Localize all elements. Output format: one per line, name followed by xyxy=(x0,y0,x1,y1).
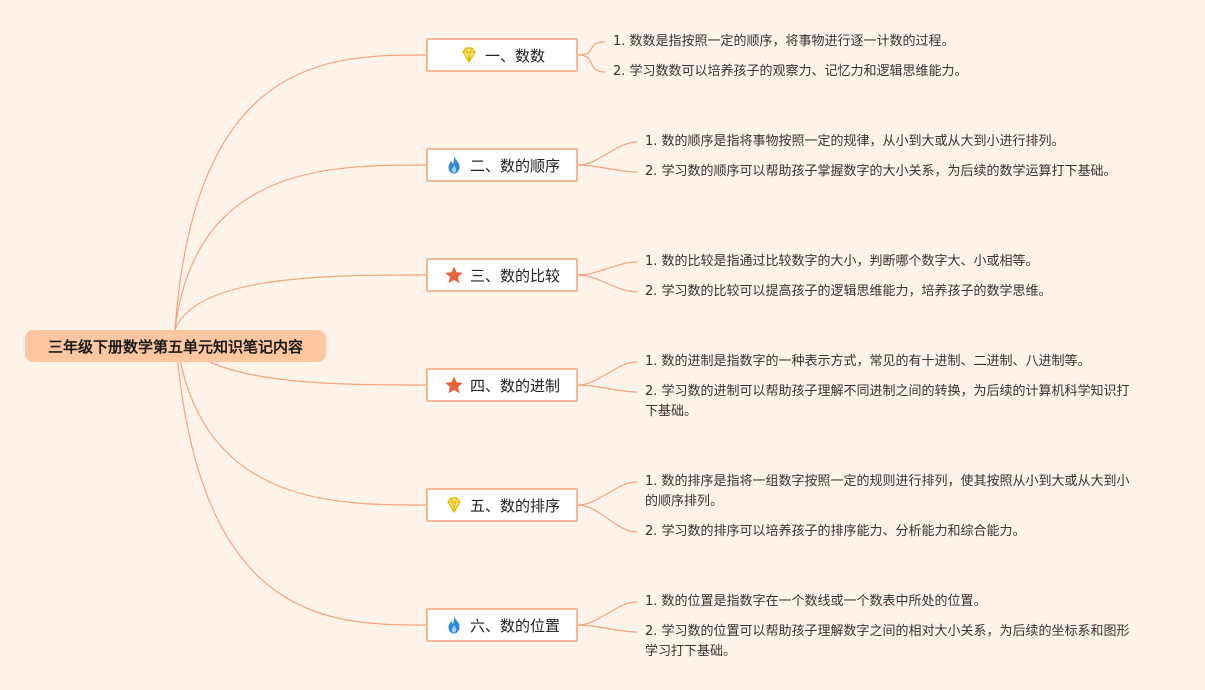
leaf-connector-4-1 xyxy=(577,361,638,386)
leaf-connector-5-1 xyxy=(577,481,638,506)
root-node[interactable]: 三年级下册数学第五单元知识笔记内容 xyxy=(25,330,326,362)
topic-label: 五、数的排序 xyxy=(469,496,560,515)
leaf-connector-1-2 xyxy=(577,54,606,73)
leaf-connector-1-1 xyxy=(577,41,606,56)
note-4-2: 2. 学习数的进制可以帮助孩子理解不同进制之间的转换，为后续的计算机科学知识打下… xyxy=(645,384,1130,419)
note-3-1: 1. 数的比较是指通过比较数字的大小，判断哪个数字大、小或相等。 xyxy=(645,254,1039,269)
star-icon xyxy=(444,265,464,285)
flame-icon xyxy=(444,615,464,635)
leaf-connector-6-2 xyxy=(577,624,638,633)
topic-node-5[interactable]: 五、数的排序 xyxy=(426,488,578,522)
leaf-connector-2-2 xyxy=(577,164,638,173)
topic-node-4[interactable]: 四、数的进制 xyxy=(426,368,578,402)
note-1-1: 1. 数数是指按照一定的顺序，将事物进行逐一计数的过程。 xyxy=(613,34,955,49)
note-2-1: 1. 数的顺序是指将事物按照一定的规律，从小到大或从大到小进行排列。 xyxy=(645,134,1065,149)
root-connector-1 xyxy=(174,54,427,331)
root-label: 三年级下册数学第五单元知识笔记内容 xyxy=(47,337,303,356)
note-6-1: 1. 数的位置是指数字在一个数线或一个数表中所处的位置。 xyxy=(645,594,987,609)
topic-label: 二、数的顺序 xyxy=(469,156,560,175)
note-6-2: 2. 学习数的位置可以帮助孩子理解数字之间的相对大小关系，为后续的坐标系和图形学… xyxy=(645,624,1130,659)
leaf-connector-2-1 xyxy=(577,141,638,166)
note-2-2: 2. 学习数的顺序可以帮助孩子掌握数字的大小关系，为后续的数学运算打下基础。 xyxy=(645,164,1117,179)
leaf-connector-4-2 xyxy=(577,384,638,393)
leaf-connector-3-1 xyxy=(577,261,638,276)
root-connector-6 xyxy=(174,329,427,626)
root-connector-5 xyxy=(174,329,427,506)
topic-node-2[interactable]: 二、数的顺序 xyxy=(426,148,578,182)
diamond-icon xyxy=(444,495,464,515)
note-5-2: 2. 学习数的排序可以培养孩子的排序能力、分析能力和综合能力。 xyxy=(645,524,1026,539)
diamond-icon xyxy=(459,45,479,65)
root-connector-3 xyxy=(174,274,427,331)
note-3-2: 2. 学习数的比较可以提高孩子的逻辑思维能力，培养孩子的数学思维。 xyxy=(645,284,1052,299)
note-5-1: 1. 数的排序是指将一组数字按照一定的规则进行排列，使其按照从小到大或从大到小的… xyxy=(645,474,1130,509)
topic-label: 六、数的位置 xyxy=(469,616,560,635)
topic-node-3[interactable]: 三、数的比较 xyxy=(426,258,578,292)
topic-label: 四、数的进制 xyxy=(469,376,560,395)
leaf-connector-6-1 xyxy=(577,601,638,626)
leaf-connector-3-2 xyxy=(577,274,638,293)
star-icon xyxy=(444,375,464,395)
flame-icon xyxy=(444,155,464,175)
topic-node-6[interactable]: 六、数的位置 xyxy=(426,608,578,642)
topic-node-1[interactable]: 一、数数 xyxy=(426,38,578,72)
topic-label: 一、数数 xyxy=(484,46,545,65)
leaf-connector-5-2 xyxy=(577,504,638,533)
note-1-2: 2. 学习数数可以培养孩子的观察力、记忆力和逻辑思维能力。 xyxy=(613,64,968,79)
topic-label: 三、数的比较 xyxy=(469,266,560,285)
root-connector-2 xyxy=(174,164,427,331)
note-4-1: 1. 数的进制是指数字的一种表示方式，常见的有十进制、二进制、八进制等。 xyxy=(645,354,1091,369)
